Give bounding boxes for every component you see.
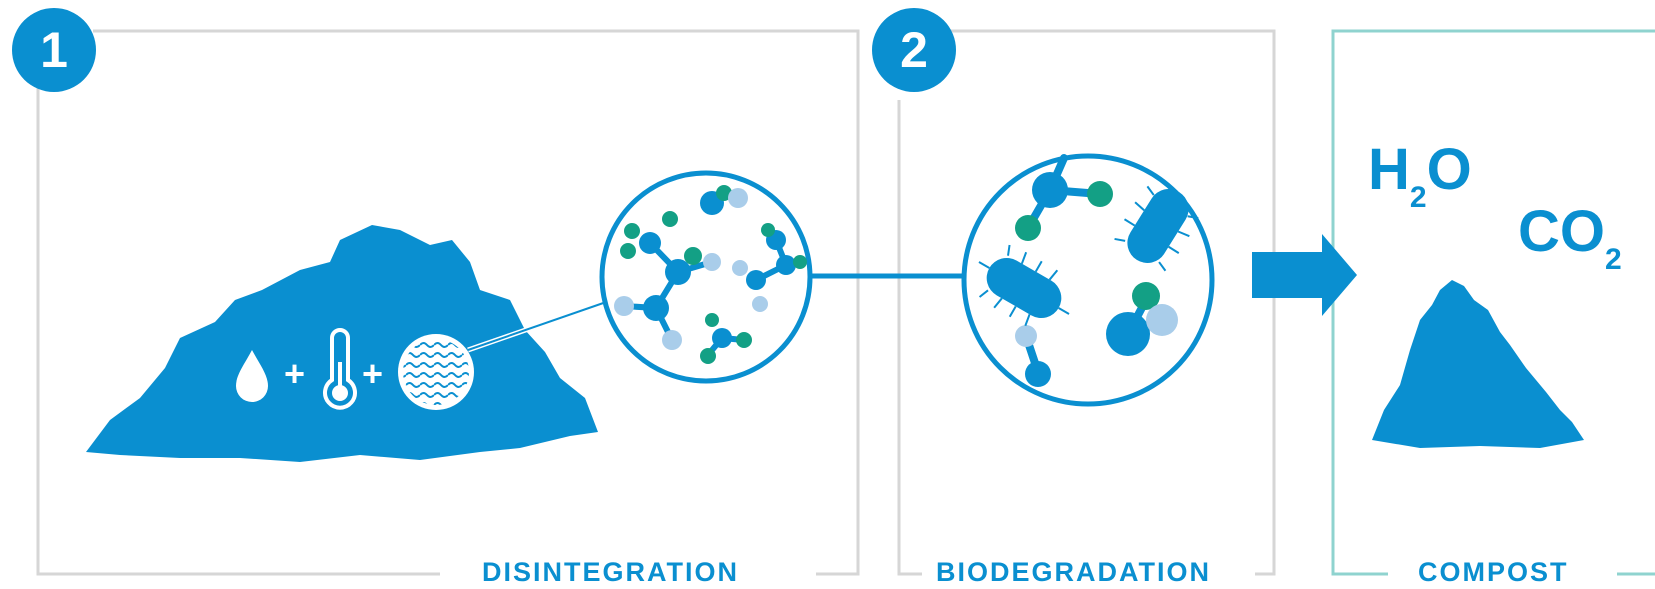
step-1-badge: 1 (12, 8, 96, 92)
plus-sign-2: + (362, 353, 384, 394)
water-formula: H2O (1368, 137, 1472, 214)
microorganism-texture-icon (398, 334, 474, 410)
thermometer-icon (323, 328, 357, 410)
carbon-dioxide-formula: CO2 (1518, 199, 1622, 276)
plus-sign-1: + (284, 353, 306, 394)
waste-pile-icon (86, 225, 598, 462)
label-compost: COMPOST (1406, 556, 1581, 588)
frame-compost (1331, 29, 1655, 576)
bacteria-icon (961, 153, 1215, 407)
molecule-icon (599, 170, 813, 384)
frame-biodegradation (897, 29, 1276, 576)
label-disintegration: DISINTEGRATION (470, 556, 751, 588)
arrow-right-icon (1252, 234, 1357, 316)
step-2-badge: 2 (872, 8, 956, 92)
label-biodegradation: BIODEGRADATION (924, 556, 1223, 588)
water-drop-icon (236, 350, 268, 402)
frame-disintegration (36, 29, 860, 576)
zoom-connector-1-outline (467, 299, 613, 351)
compost-pile-icon (1372, 280, 1584, 448)
